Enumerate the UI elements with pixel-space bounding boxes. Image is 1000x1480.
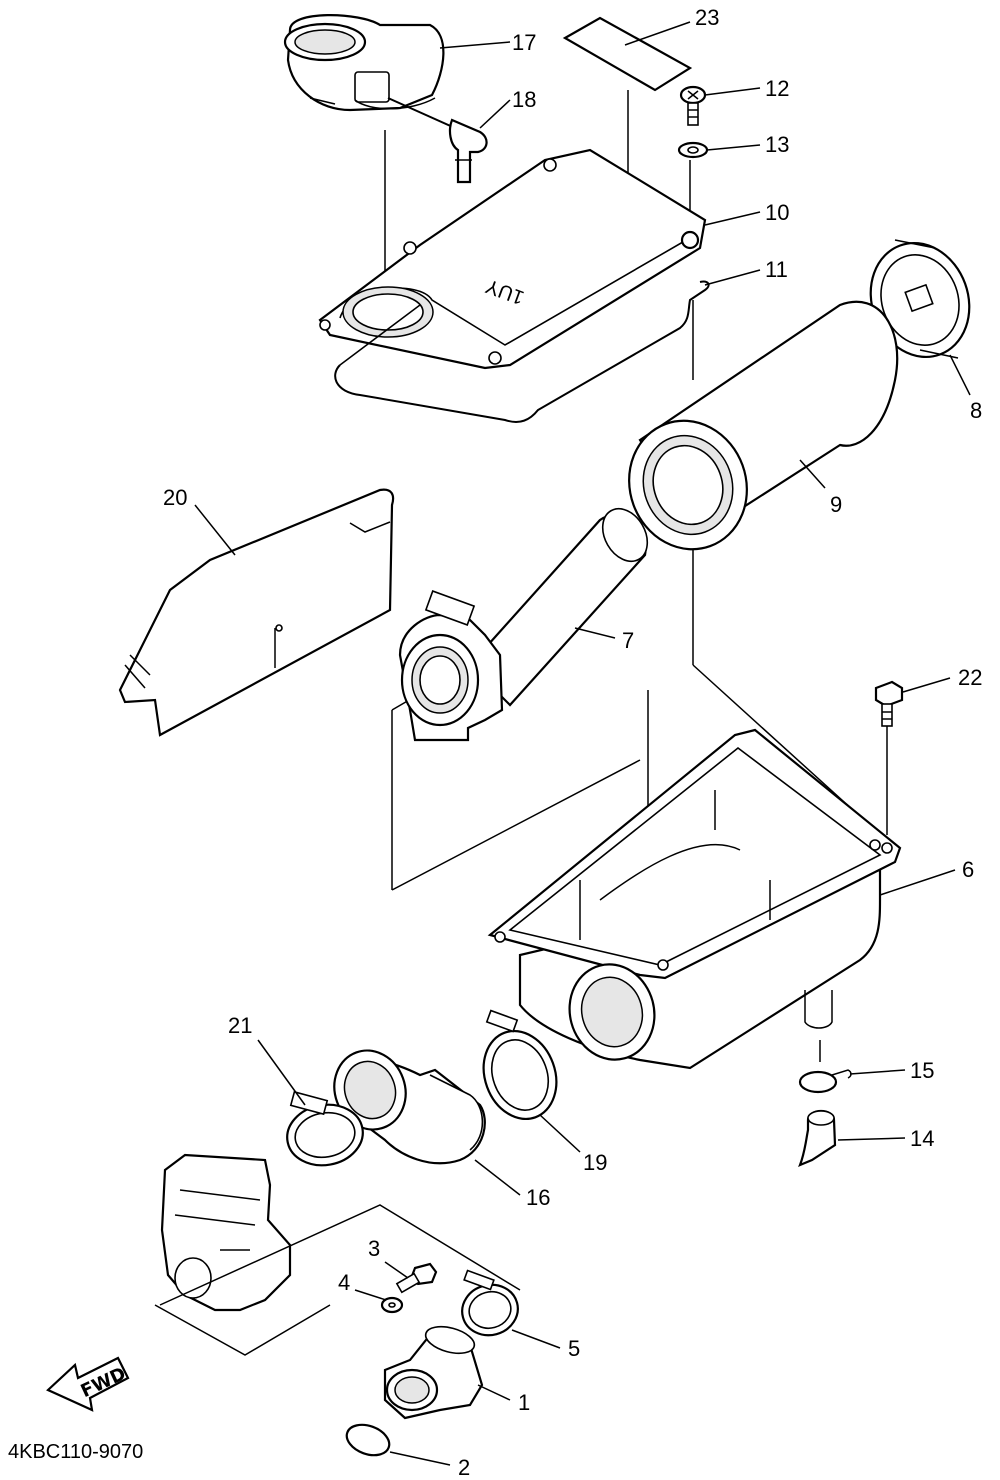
part-5-clamp (461, 1269, 519, 1337)
label-13: 13 (765, 132, 789, 157)
label-16: 16 (526, 1185, 550, 1210)
part-7-filter-guide (398, 507, 649, 742)
part-number-labels: 17 18 23 12 13 10 11 8 9 20 7 22 6 15 14… (163, 5, 982, 1480)
part-22-bolt (874, 680, 904, 727)
part-2-o-ring (345, 1423, 391, 1457)
label-10: 10 (765, 200, 789, 225)
label-23: 23 (695, 5, 719, 30)
label-4: 4 (338, 1270, 350, 1295)
part-4-washer (380, 1296, 404, 1314)
label-2: 2 (458, 1455, 470, 1480)
label-6: 6 (962, 857, 974, 882)
part-11-gasket (334, 280, 710, 423)
label-1: 1 (518, 1390, 530, 1415)
label-14: 14 (910, 1126, 934, 1151)
leader-lines (194, 21, 971, 1466)
label-11: 11 (765, 257, 788, 282)
part-3-bolt (395, 1262, 438, 1294)
label-9: 9 (830, 492, 842, 517)
part-10-case-cover: 1UY (318, 148, 707, 370)
part-6-filter-case (487, 728, 902, 1070)
label-3: 3 (368, 1236, 380, 1261)
label-21: 21 (228, 1013, 252, 1038)
part-15-clip (798, 1069, 852, 1094)
label-17: 17 (512, 30, 536, 55)
part-1-carb-joint (383, 1325, 484, 1420)
label-12: 12 (765, 76, 789, 101)
label-20: 20 (163, 485, 187, 510)
engine-reference (154, 1153, 331, 1356)
label-19: 19 (583, 1150, 607, 1175)
part-14-drain-cap (798, 1109, 837, 1168)
part-9-filter-element (628, 300, 899, 551)
part-18-hose-fitting (387, 97, 488, 184)
label-22: 22 (958, 665, 982, 690)
label-15: 15 (910, 1058, 934, 1083)
label-7: 7 (622, 628, 634, 653)
group-frame (159, 1204, 521, 1306)
label-8: 8 (970, 398, 982, 423)
part-23-label (562, 16, 693, 92)
label-18: 18 (512, 87, 536, 112)
part-12-screw (679, 85, 707, 126)
part-19-clamp (482, 1009, 558, 1121)
part-20-plate (118, 488, 395, 737)
label-5: 5 (568, 1336, 580, 1361)
part-21-clamp (286, 1090, 364, 1167)
part-16-joint (333, 1049, 486, 1165)
part-13-washer (677, 141, 709, 159)
fwd-arrow-icon: FWD (46, 1356, 130, 1412)
diagram-code: 4KBC110-9070 (8, 1441, 143, 1463)
part-17-joint (283, 14, 445, 112)
